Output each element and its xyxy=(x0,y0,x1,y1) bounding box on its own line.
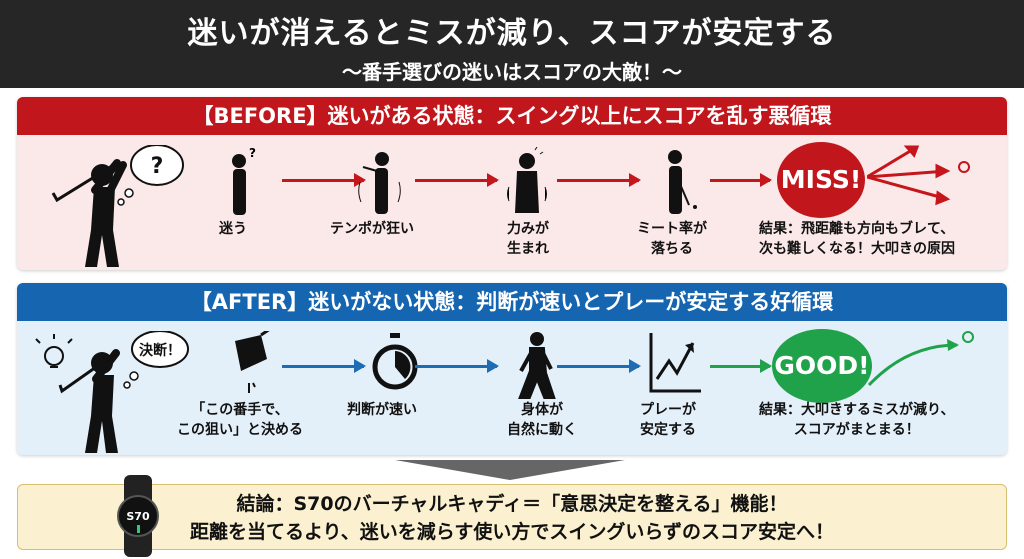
after-panel: 【AFTER】迷いがない状態：判断が速いとプレーが安定する好循環 決断！ 「この… xyxy=(17,283,1007,455)
arrow-right xyxy=(282,173,366,187)
walking-person-icon xyxy=(518,332,556,399)
before-title: 【BEFORE】迷いがある状態：スイング以上にスコアを乱す悪循環 xyxy=(17,97,1007,135)
down-arrow xyxy=(395,460,625,480)
before-step-2-label: テンポが狂い xyxy=(330,221,414,237)
arrow-right xyxy=(710,359,772,373)
golfer-confused-icon: ? xyxy=(51,145,184,267)
miss-badge: MISS! xyxy=(777,142,865,218)
confused-person-icon: ? xyxy=(232,147,256,215)
before-result: 結果：飛距離も方向もブレて、 次も難しくなる！大叩きの原因 xyxy=(759,221,955,257)
header: 迷いが消えるとミスが減り、スコアが安定する ～番手選びの迷いはスコアの大敵！～ xyxy=(0,0,1024,88)
before-panel: 【BEFORE】迷いがある状態：スイング以上にスコアを乱す悪循環 ? ? 迷う … xyxy=(17,97,1007,270)
tense-person-icon xyxy=(507,147,547,213)
golfer-decided-icon: 決断！ xyxy=(35,331,189,453)
mishit-golfer-icon xyxy=(668,150,697,214)
rising-chart-icon xyxy=(649,333,701,393)
iron-club-icon xyxy=(235,331,270,393)
scattered-shots-icon xyxy=(867,145,970,206)
watch-label: S70 xyxy=(126,510,150,523)
arrow-right xyxy=(415,359,499,373)
good-badge: GOOD! xyxy=(772,329,872,403)
arrow-right xyxy=(557,173,641,187)
before-step-1-label: 迷う xyxy=(219,221,247,237)
after-title: 【AFTER】迷いがない状態：判断が速いとプレーが安定する好循環 xyxy=(17,283,1007,321)
shaky-swing-icon xyxy=(358,152,401,214)
conclusion-panel: S70 結論：S70のバーチャルキャディ＝「意思決定を整える」機能！ 距離を当て… xyxy=(17,475,1007,557)
after-step-2-label: 判断が速い xyxy=(347,402,417,418)
after-step-1-label: 「この番手で、 この狙い」と決める xyxy=(177,402,303,438)
conclusion-line-1: 結論：S70のバーチャルキャディ＝「意思決定を整える」機能！ xyxy=(236,493,788,515)
before-step-3-label: 力みが 生まれ xyxy=(507,221,549,257)
arrow-right xyxy=(710,173,772,187)
page-subtitle: ～番手選びの迷いはスコアの大敵！～ xyxy=(342,60,682,84)
before-step-4-label: ミート率が 落ちる xyxy=(637,221,707,257)
after-step-3-label: 身体が 自然に動く xyxy=(507,402,577,438)
page-title: 迷いが消えるとミスが減り、スコアが安定する xyxy=(187,16,837,51)
conclusion-line-2: 距離を当てるより、迷いを減らす使い方でスイングいらずのスコア安定へ！ xyxy=(189,521,835,543)
after-step-4-label: プレーが 安定する xyxy=(640,402,696,438)
thought-bubble-text: 決断！ xyxy=(139,342,181,359)
thought-bubble-text: ? xyxy=(151,154,164,179)
smartwatch-icon: S70 xyxy=(117,475,159,557)
arrow-right xyxy=(282,359,366,373)
svg-text:?: ? xyxy=(249,147,256,160)
straight-shot-icon xyxy=(867,331,974,387)
stopwatch-icon xyxy=(372,333,418,390)
arrow-right xyxy=(557,359,641,373)
after-result: 結果：大叩きするミスが減り、 スコアがまとまる！ xyxy=(759,402,955,438)
arrow-right xyxy=(415,173,499,187)
